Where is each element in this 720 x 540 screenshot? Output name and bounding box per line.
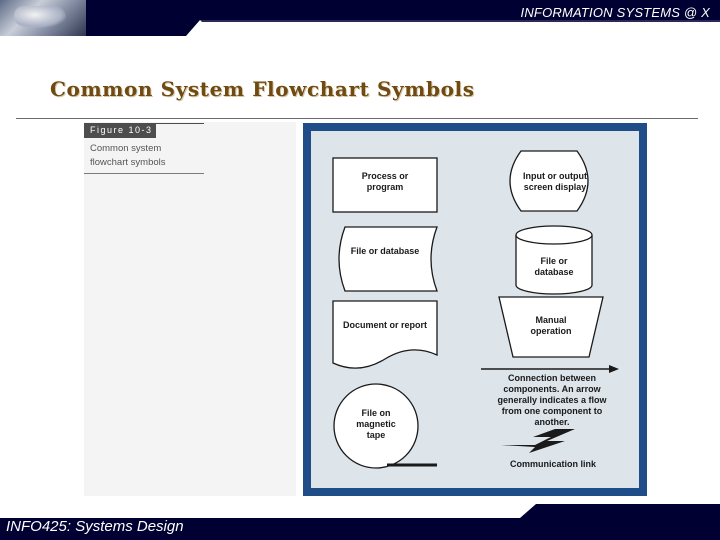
- magnetic-tape-label: File on magnetic tape: [356, 408, 396, 440]
- footer-banner: INFO425: Systems Design: [0, 504, 720, 540]
- manual-symbol: [498, 296, 604, 358]
- header-title: INFORMATION SYSTEMS @ X: [520, 5, 710, 20]
- tape-symbol: [333, 383, 419, 469]
- slide-title: Common System Flowchart Symbols: [50, 77, 475, 101]
- handshake-image: [0, 0, 86, 36]
- symbols-drawing: [332, 150, 619, 469]
- flowchart-symbols-figure: Process or program Input or output scree…: [303, 123, 647, 496]
- document-label: Document or report: [343, 320, 428, 330]
- connection-label: Connection between components. An arrow …: [497, 373, 607, 427]
- process-symbol: [332, 157, 438, 213]
- top-banner: INFORMATION SYSTEMS @ X: [0, 0, 720, 36]
- communication-label: Communication link: [509, 459, 596, 469]
- communication-link-symbol: [501, 429, 575, 453]
- database-top: [515, 225, 593, 245]
- display-symbol: [509, 150, 589, 212]
- input-output-label: Input or output screen display: [523, 171, 587, 192]
- manual-label: Manual operation: [530, 315, 572, 336]
- connection-arrowhead: [609, 365, 619, 373]
- file-right-label: File or database: [534, 256, 574, 277]
- document-symbol: [332, 300, 438, 369]
- database-symbol: [515, 235, 593, 295]
- file-left-symbol: [338, 226, 438, 292]
- figure-caption-text: Common system flowchart symbols: [90, 143, 166, 168]
- footer-shape: [0, 504, 720, 540]
- figure-label: Figure 10-3: [84, 123, 156, 138]
- banner-shape: [0, 0, 720, 36]
- file-left-label: File or database: [350, 246, 420, 256]
- footer-text: INFO425: Systems Design: [6, 518, 184, 535]
- process-label: Process or program: [361, 171, 409, 192]
- figure-label-rule: [156, 123, 204, 124]
- figure-caption-rule: [84, 173, 204, 174]
- figure-caption-panel: [84, 122, 296, 496]
- title-divider: [16, 118, 698, 119]
